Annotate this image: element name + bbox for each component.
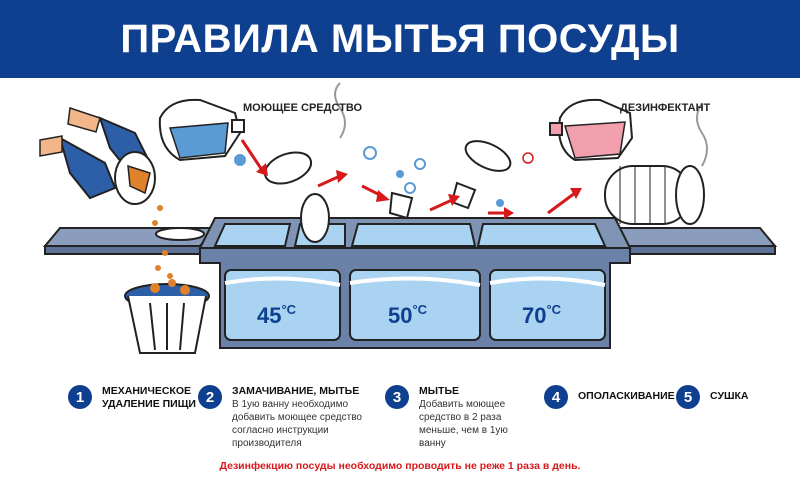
temp-basin-2: 50°C: [388, 302, 428, 328]
step-2: 2 ЗАМАЧИВАНИЕ, МЫТЬЕ В 1ую ванну необход…: [198, 385, 383, 450]
step-number: 3: [385, 385, 409, 409]
step-3: 3 МЫТЬЕ Добавить моющее средство в 2 раз…: [385, 385, 525, 450]
washing-scene: 45°C 50°C 70°C: [0, 78, 800, 378]
step-title: МЕХАНИЧЕСКОЕ УДАЛЕНИЕ ПИЩИ: [102, 385, 196, 410]
sink-illustration: 45°C 50°C 70°C: [39, 82, 778, 354]
step-text: Добавить моющее средство в 2 раза меньше…: [419, 399, 508, 449]
plate-icon: [300, 193, 330, 243]
step-title: ОПОЛАСКИВАНИЕ: [578, 390, 675, 402]
step-number: 5: [676, 385, 700, 409]
process-arrows: [240, 139, 582, 219]
detergent-label: МОЮЩЕЕ СРЕДСТВО: [243, 102, 363, 114]
hands-scraping-plate-icon: [39, 106, 156, 205]
step-title: ЗАМАЧИВАНИЕ, МЫТЬЕ: [232, 385, 360, 397]
stacked-plates-icon: [604, 165, 705, 225]
step-1: 1 МЕХАНИЧЕСКОЕ УДАЛЕНИЕ ПИЩИ: [68, 385, 198, 411]
page-title: ПРАВИЛА МЫТЬЯ ПОСУДЫ: [120, 16, 680, 61]
step-number: 4: [544, 385, 568, 409]
disinfectant-bottle-icon: [549, 98, 634, 162]
basin-1: [224, 269, 341, 341]
cup-icon: [388, 191, 414, 220]
step-number: 1: [68, 385, 92, 409]
temp-basin-3: 70°C: [522, 302, 562, 328]
step-4: 4 ОПОЛАСКИВАНИЕ: [544, 385, 675, 409]
step-text: В 1ую ванну необходимо добавить моющее с…: [232, 399, 362, 449]
temp-basin-1: 45°C: [257, 302, 297, 328]
step-5: 5 СУШКА: [676, 385, 786, 409]
disinfectant-label: ДЕЗИНФЕКТАНТ: [620, 102, 711, 114]
waste-hole: [155, 227, 205, 241]
detergent-bottle-icon: [158, 98, 246, 166]
steps-legend: 1 МЕХАНИЧЕСКОЕ УДАЛЕНИЕ ПИЩИ 2 ЗАМАЧИВАН…: [0, 385, 800, 465]
step-number: 2: [198, 385, 222, 409]
disinfection-note: Дезинфекцию посуды необходимо проводить …: [219, 460, 581, 472]
basin-3: [489, 269, 606, 341]
trash-bin-icon: [124, 279, 210, 354]
step-title: СУШКА: [710, 390, 749, 402]
title-banner: ПРАВИЛА МЫТЬЯ ПОСУДЫ: [0, 0, 800, 78]
step-title: МЫТЬЕ: [419, 385, 459, 397]
basin-2: [349, 269, 481, 341]
